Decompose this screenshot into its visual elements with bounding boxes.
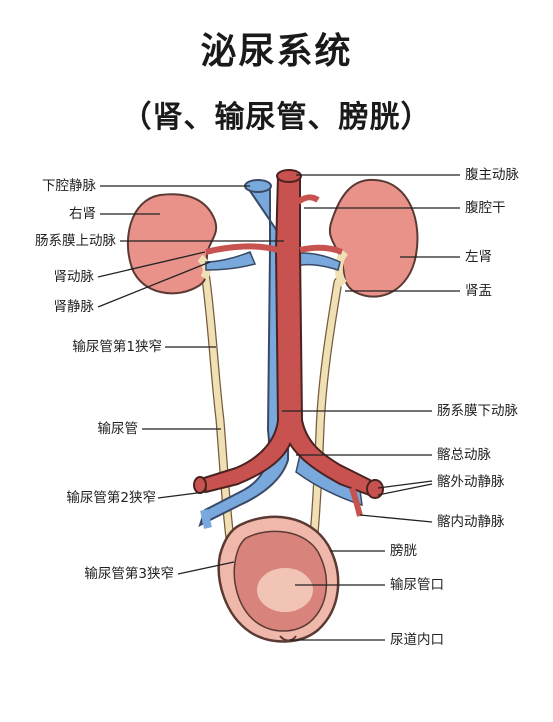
label-ureter: 输尿管 xyxy=(97,421,139,437)
label-renal-pelvis: 肾盂 xyxy=(465,283,492,299)
label-internal-iliac-vessels: 髂内动静脉 xyxy=(437,514,505,530)
label-internal-urethral-orifice: 尿道内口 xyxy=(390,632,444,648)
label-inferior-mesenteric-artery: 肠系膜下动脉 xyxy=(437,403,518,419)
label-inferior-vena-cava: 下腔静脉 xyxy=(42,178,96,194)
superior-mesenteric-artery xyxy=(281,237,293,259)
label-renal-artery: 肾动脉 xyxy=(53,269,95,285)
abdominal-aorta xyxy=(202,174,374,498)
right-iliac-vein-lower xyxy=(200,509,212,529)
renal-arteries xyxy=(205,243,344,255)
leader-lines xyxy=(97,174,460,641)
celiac-trunk xyxy=(296,194,320,205)
label-ureter-second-narrowing: 输尿管第2狭窄 xyxy=(66,490,156,506)
label-superior-mesenteric-artery: 肠系膜上动脉 xyxy=(35,233,116,249)
label-celiac-trunk: 腹腔干 xyxy=(465,200,506,216)
page-subtitle: （肾、输尿管、膀胱） xyxy=(121,100,432,135)
label-left-kidney: 左肾 xyxy=(465,249,492,265)
label-bladder: 膀胱 xyxy=(390,543,417,559)
internal-iliac-artery xyxy=(349,487,363,517)
right-renal-vein xyxy=(205,251,257,271)
urethral-orifice xyxy=(279,635,297,642)
trigone xyxy=(257,568,313,612)
label-abdominal-aorta: 腹主动脉 xyxy=(465,167,519,183)
label-common-iliac-artery: 髂总动脉 xyxy=(437,447,491,463)
label-ureteral-orifice: 输尿管口 xyxy=(390,577,444,593)
label-ureter-first-narrowing: 输尿管第1狭窄 xyxy=(72,339,162,355)
right-kidney xyxy=(126,193,218,295)
label-external-iliac-vessels: 髂外动静脉 xyxy=(437,474,505,490)
left-kidney xyxy=(328,178,419,298)
label-renal-vein: 肾静脉 xyxy=(53,299,95,315)
page-title: 泌尿系统 xyxy=(200,31,353,72)
label-right-kidney: 右肾 xyxy=(69,206,96,222)
label-ureter-third-narrowing: 输尿管第3狭窄 xyxy=(84,566,174,582)
